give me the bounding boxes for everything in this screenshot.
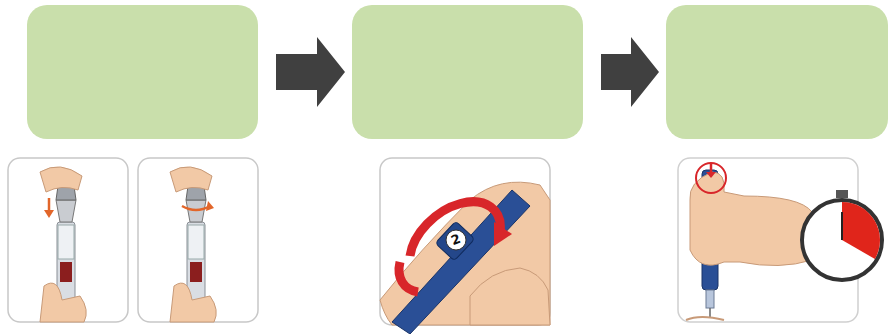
step-box [666, 5, 888, 139]
step-three-illustration [678, 158, 882, 322]
step-box [352, 5, 583, 139]
step-box [27, 5, 258, 139]
flow-arrow [276, 37, 345, 107]
flow-arrow [601, 37, 659, 107]
step-one-illustration-b [138, 158, 258, 322]
step-two-illustration [380, 158, 550, 334]
step-one-illustration [8, 158, 128, 322]
